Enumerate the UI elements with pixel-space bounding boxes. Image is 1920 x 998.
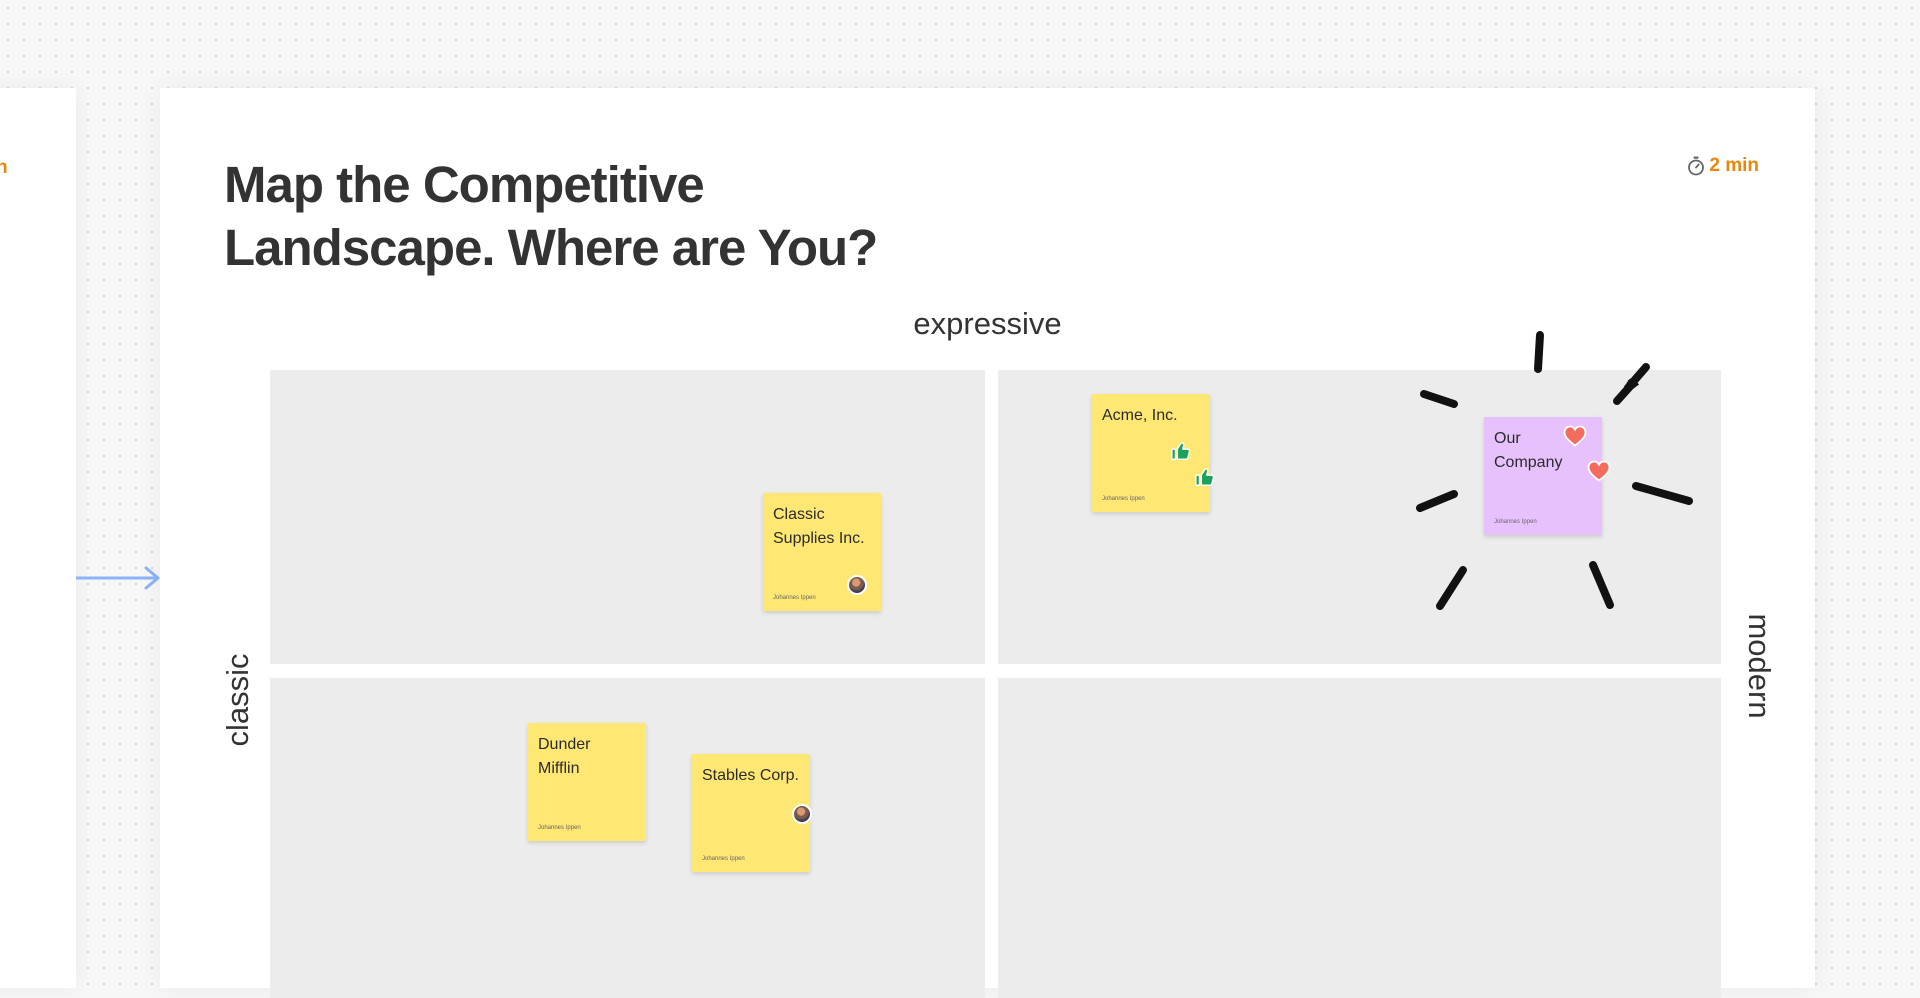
stopwatch-icon: [1688, 156, 1705, 176]
sticky-note-text: Our Company: [1494, 430, 1563, 471]
sticky-note-text: Stables Corp.: [702, 767, 799, 784]
sticky-note-author: Johannes Ippen: [538, 825, 581, 831]
thumbs-up-icon[interactable]: [1194, 466, 1216, 488]
sticky-note-classic-supplies[interactable]: Classic Supplies Inc. Johannes Ippen: [763, 493, 881, 611]
board-frame[interactable]: Map the Competitive Landscape. Where are…: [160, 88, 1815, 998]
previous-frame[interactable]: [0, 88, 76, 988]
sticky-note-our-company[interactable]: Our Company Johannes Ippen: [1484, 417, 1611, 535]
heart-icon[interactable]: [1563, 425, 1587, 447]
quadrant-bottom-right[interactable]: [998, 678, 1721, 998]
timer-value: 2 min: [1709, 155, 1759, 176]
heart-icon[interactable]: [1587, 460, 1611, 482]
sticky-note-text: Classic Supplies Inc.: [773, 506, 865, 547]
sticky-note-author: Johannes Ippen: [1102, 496, 1145, 502]
sticky-note-author: Johannes Ippen: [773, 595, 816, 601]
burst-doodle[interactable]: [160, 88, 1815, 988]
sticky-note-stables-corp[interactable]: Stables Corp. Johannes Ippen: [692, 754, 812, 872]
axis-label-top: expressive: [913, 306, 1062, 341]
connector-arrow[interactable]: [76, 565, 166, 591]
timer[interactable]: 2 min: [1687, 155, 1759, 177]
sticky-note-text: Acme, Inc.: [1102, 407, 1178, 424]
page-title: Map the Competitive Landscape. Where are…: [224, 156, 878, 276]
thumbs-up-icon[interactable]: [1170, 440, 1192, 462]
sticky-note-dunder-mifflin[interactable]: Dunder Mifflin Johannes Ippen: [528, 723, 646, 841]
sticky-note-acme[interactable]: Acme, Inc. Johannes Ippen: [1092, 394, 1215, 512]
sticky-note-text: Dunder Mifflin: [538, 736, 591, 777]
sticky-note-author: Johannes Ippen: [1494, 519, 1537, 525]
avatar: [792, 804, 812, 824]
previous-frame-timer: n: [0, 157, 8, 178]
avatar: [847, 575, 867, 595]
sticky-note-author: Johannes Ippen: [702, 856, 745, 862]
